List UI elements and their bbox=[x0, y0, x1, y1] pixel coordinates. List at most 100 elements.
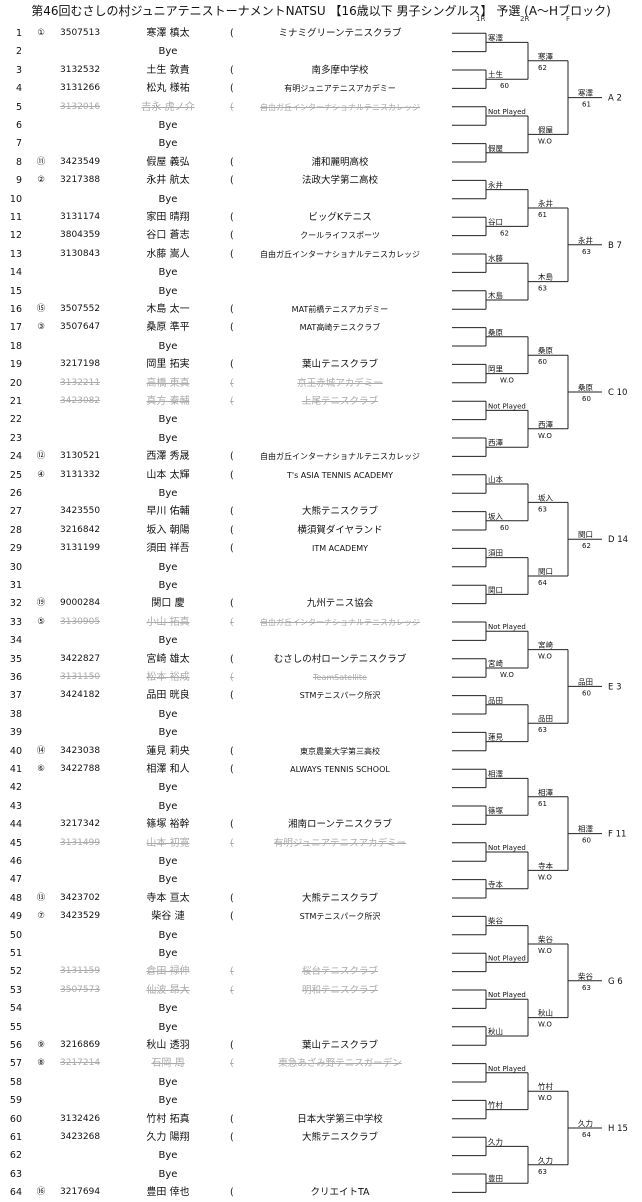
player-name: Bye bbox=[158, 727, 178, 739]
player-name: Bye bbox=[158, 432, 178, 444]
player-name: 吉永 虎ノ介 bbox=[141, 101, 195, 113]
player-name: 豊田 倖也 bbox=[146, 1187, 190, 1199]
entry-number: 20 bbox=[9, 377, 22, 389]
r2-score: 64 bbox=[538, 579, 547, 587]
entry-number: 36 bbox=[9, 672, 22, 683]
r1-winner: 土生 bbox=[488, 69, 503, 79]
player-id: 3422827 bbox=[60, 653, 101, 664]
player-name: 篠塚 裕幹 bbox=[146, 819, 190, 831]
r2-score: W.O bbox=[538, 947, 552, 955]
entry-number: 42 bbox=[9, 782, 22, 794]
r1-winner: 秋山 bbox=[488, 1026, 503, 1036]
entry-number: 4 bbox=[15, 83, 22, 95]
club-name: 葉山テニスクラブ bbox=[301, 1040, 378, 1051]
r1-winner: Not Played bbox=[488, 623, 526, 631]
entry-number: 53 bbox=[9, 984, 22, 996]
player-name: Bye bbox=[158, 46, 178, 58]
open-paren: ( bbox=[230, 598, 234, 610]
player-name: Bye bbox=[158, 708, 178, 720]
entry-number: 59 bbox=[9, 1095, 22, 1107]
open-paren: ( bbox=[230, 83, 234, 95]
r1-winner: 竹村 bbox=[488, 1100, 503, 1110]
r1-winner: Not Played bbox=[488, 108, 526, 116]
player-name: Bye bbox=[158, 120, 178, 131]
player-name: 宮崎 雄太 bbox=[146, 653, 190, 665]
club-name: 上尾テニスクラブ bbox=[301, 396, 378, 407]
block-label: B 7 bbox=[608, 241, 622, 251]
r2-winner: 坂入 bbox=[538, 492, 553, 502]
club-name: MAT前橋テニスアカデミー bbox=[291, 305, 389, 314]
entry-number: 5 bbox=[15, 101, 22, 113]
player-name: Bye bbox=[158, 414, 178, 426]
player-name: Bye bbox=[158, 1076, 178, 1088]
entry-number: 52 bbox=[9, 966, 22, 978]
player-id: 3423550 bbox=[60, 506, 101, 517]
entry-number: 22 bbox=[9, 414, 22, 426]
player-id: 3131499 bbox=[60, 837, 101, 848]
final-winner: 品田 bbox=[578, 677, 593, 686]
seed-mark: ⑬ bbox=[36, 892, 46, 903]
open-paren: ( bbox=[230, 451, 234, 463]
r2-score: 63 bbox=[538, 505, 547, 513]
r1-winner: 須田 bbox=[488, 549, 503, 558]
entry-row: 22 Bye bbox=[0, 410, 642, 428]
entry-number: 2 bbox=[15, 46, 22, 58]
open-paren: ( bbox=[230, 1040, 234, 1051]
entry-number: 45 bbox=[9, 837, 22, 849]
open-paren: ( bbox=[230, 837, 234, 849]
open-paren: ( bbox=[230, 1132, 234, 1143]
open-paren: ( bbox=[230, 64, 234, 76]
r2-winner: 寺本 bbox=[538, 860, 553, 870]
r1-winner: 蓮見 bbox=[488, 732, 503, 742]
r2-winner: 永井 bbox=[538, 198, 553, 208]
player-name: 相澤 和人 bbox=[146, 764, 190, 775]
seed-mark: ⑯ bbox=[36, 1187, 46, 1198]
open-paren: ( bbox=[230, 322, 234, 334]
entry-number: 15 bbox=[9, 285, 22, 297]
final-score: 60 bbox=[582, 689, 591, 697]
club-name: 東急あざみ野テニスガーデン bbox=[278, 1058, 402, 1070]
club-name: ALWAYS TENNIS SCHOOL bbox=[290, 765, 390, 774]
final-winner: 永井 bbox=[578, 235, 593, 245]
entry-number: 8 bbox=[15, 156, 22, 168]
r1-winner: 桑原 bbox=[488, 327, 503, 337]
club-name: 明和テニスクラブ bbox=[301, 984, 378, 996]
r2-winner: 西澤 bbox=[538, 419, 553, 429]
entry-number: 37 bbox=[9, 690, 22, 702]
r1-score: 60 bbox=[500, 82, 509, 90]
player-id: 3424182 bbox=[60, 690, 101, 701]
r2-score: 63 bbox=[538, 726, 547, 734]
open-paren: ( bbox=[230, 524, 234, 536]
final-winner: 関口 bbox=[578, 530, 593, 539]
entry-number: 12 bbox=[9, 230, 22, 242]
r1-winner: 宮崎 bbox=[488, 658, 503, 668]
club-name: ビッグKテニス bbox=[308, 212, 372, 223]
r1-winner: 柴谷 bbox=[488, 916, 503, 926]
r1-score: 60 bbox=[500, 524, 509, 532]
player-id: 3507513 bbox=[60, 28, 101, 38]
player-id: 3423529 bbox=[60, 911, 101, 922]
club-name: クールライフスポーツ bbox=[300, 231, 380, 241]
player-id: 3423268 bbox=[60, 1132, 101, 1142]
player-name: 久力 陽翔 bbox=[146, 1132, 190, 1143]
club-name: 湘南ローンテニスクラブ bbox=[287, 819, 393, 831]
club-name: MAT高崎テニスクラブ bbox=[299, 323, 381, 333]
r1-winner: 寒澤 bbox=[488, 32, 503, 42]
r2-winner: 品田 bbox=[538, 714, 553, 723]
final-winner: 久力 bbox=[578, 1118, 593, 1128]
